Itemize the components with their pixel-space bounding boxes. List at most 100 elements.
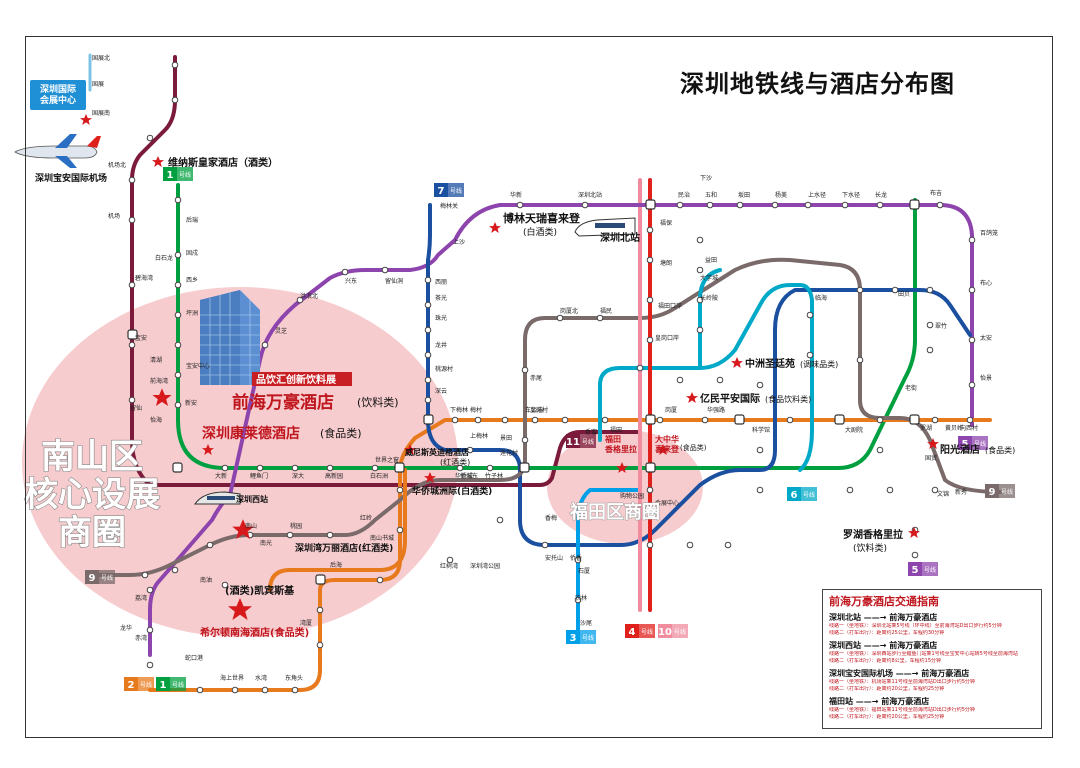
station-dot (716, 376, 724, 384)
station-label: 布心 (980, 279, 992, 287)
hotel-kanglaide-sub: (食品类) (320, 426, 362, 440)
station-dot (926, 346, 934, 354)
hotel-kanglaide-label: 深圳康莱德酒店 (202, 425, 300, 442)
interchange-marker (909, 414, 920, 425)
station-label: 向西村 (960, 424, 978, 432)
futian-area-label: 福田区商圈 (569, 501, 660, 523)
station-label: 购物公园 (620, 492, 644, 500)
station-dot (876, 446, 884, 454)
station-dot (696, 296, 704, 304)
station-label: 皇岗村 (530, 406, 548, 414)
station-dot (291, 464, 299, 472)
hotel-star-icon (424, 472, 436, 483)
guide-route-head: 深圳宝安国际机场 ——→ 前海万豪酒店 (829, 669, 970, 678)
station-dot (146, 626, 154, 634)
station-dot (206, 541, 214, 549)
station-dot (424, 276, 432, 284)
station-label: 安托山 (545, 554, 563, 562)
station-dot (856, 356, 864, 364)
line-badge-number: 10 (658, 627, 672, 638)
station-label: 怡景 (980, 374, 992, 382)
line-6-path (598, 283, 814, 472)
line-badge-label: 号线 (179, 171, 191, 179)
station-dot (381, 266, 389, 274)
station-label: 杨美 (775, 191, 787, 199)
station-dot (256, 464, 264, 472)
line-badge-label: 号线 (582, 634, 594, 642)
hotel-huaqiao-label: 华侨城洲际(白酒类) (412, 485, 492, 497)
station-dot (696, 236, 704, 244)
station-label: 益田 (705, 256, 717, 264)
station-label: 红树湾 (440, 562, 458, 570)
station-label: 岗厦北 (560, 307, 578, 315)
station-dot (756, 486, 764, 494)
station-dot (676, 201, 684, 209)
hotel-star-icon (80, 114, 92, 125)
station-dot (841, 201, 849, 209)
guide-item: 深圳宝安国际机场 ——→ 前海万豪酒店 线路一（坐地铁）：机场站乘11号线至前海… (829, 668, 1035, 693)
station-label: 香蜜 (585, 428, 597, 436)
station-label: 国展南 (92, 109, 110, 117)
station-label: 留仙 (130, 404, 142, 412)
station-label: 百鸽笼 (980, 229, 998, 237)
station-label: 上水径 (808, 191, 826, 199)
line-badge-number: 6 (791, 490, 798, 501)
station-dot (601, 416, 609, 424)
station-label: 坂田 (738, 191, 750, 199)
station-label: 华新 (510, 191, 522, 199)
guide-route-head: 福田站 ——→ 前海万豪酒店 (829, 697, 930, 706)
station-dot (424, 376, 432, 384)
station-dot (786, 416, 794, 424)
station-dot (541, 541, 549, 549)
station-label: 白石洲 (370, 472, 388, 480)
station-dot (174, 251, 182, 259)
hotel-futian-label: 福田香格里拉 (604, 434, 637, 454)
station-label: 长岭陂 (700, 294, 718, 302)
station-dot (966, 416, 974, 424)
station-dot (911, 551, 919, 559)
station-dot (174, 196, 182, 204)
train-icon (194, 491, 241, 505)
line-badge-label: 号线 (924, 566, 936, 574)
airport-label: 深圳宝安国际机场 (35, 172, 107, 184)
station-dot (326, 531, 334, 539)
interchange-marker (394, 462, 405, 473)
station-dot (876, 201, 884, 209)
station-label: 鲤鱼门 (250, 472, 268, 480)
station-dot (968, 381, 976, 389)
station-dot (128, 341, 136, 349)
station-label: 深圳北站 (578, 191, 602, 199)
guide-route-line: 线路一（坐地铁）：机场站乘11号线至前海湾站D出口步行约5分钟 (829, 679, 975, 685)
station-label: 石厦 (578, 568, 590, 575)
line-badge-label: 号线 (1001, 488, 1013, 496)
station-label: 东角头 (285, 674, 303, 682)
station-dot (496, 516, 504, 524)
guide-item: 深圳西站 ——→ 前海万豪酒店 线路一（坐地铁）：深圳西站步行至鲤鱼门站乘1号线… (829, 640, 1035, 665)
station-dot (128, 176, 136, 184)
station-label: 赤尾 (530, 375, 542, 382)
guide-route-line: 线路二（打车出行）：距离约20公里，车程约25分钟 (829, 714, 945, 720)
station-label: 南光 (260, 539, 272, 547)
station-dot (968, 236, 976, 244)
station-label: 下沙 (700, 175, 712, 182)
station-label: 龙井 (435, 341, 447, 349)
station-label: 南山 (245, 522, 257, 530)
station-label: 赤湾 (135, 634, 147, 642)
station-label: 新安 (185, 399, 197, 407)
station-dot (531, 416, 539, 424)
station-dot (128, 216, 136, 224)
station-label: 下水径 (842, 191, 860, 199)
map-frame (25, 36, 1053, 738)
nanshan-area-label: 南山区核心设展商圈 (24, 437, 160, 553)
station-label: 荔湾 (135, 594, 147, 602)
line-badge-number: 4 (629, 627, 636, 638)
guide-route-line: 线路二（打车出行）：距离约25公里，车程约30分钟 (829, 630, 945, 636)
station-label: 太安 (980, 334, 992, 342)
hotel-star-icon (731, 357, 743, 368)
station-label: 南山书城 (370, 534, 394, 542)
station-label: 科学馆 (752, 426, 770, 434)
